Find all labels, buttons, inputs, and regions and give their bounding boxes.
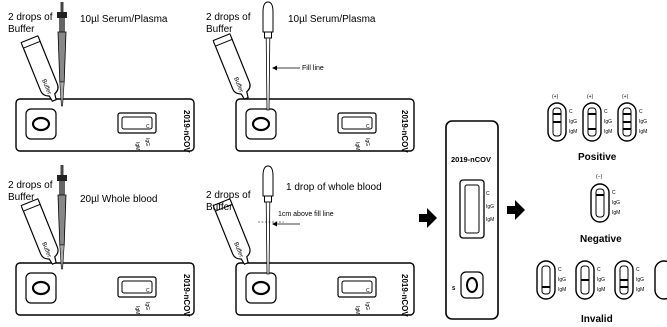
window-igg-label: IgG <box>486 204 494 210</box>
buffer-label-line1: 2 drops of <box>206 12 251 23</box>
device-label: 2019-nCOV <box>182 274 191 317</box>
sample-label: 10µl Serum/Plasma <box>80 14 168 25</box>
svg-text:C: C <box>636 267 640 273</box>
svg-text:IgM: IgM <box>639 129 647 135</box>
fill-line-arrowhead <box>272 221 277 227</box>
window-igm-label: IgM <box>354 142 360 150</box>
sample-label: 10µl Serum/Plasma <box>288 14 376 25</box>
invalid-title: Invalid <box>581 314 613 325</box>
negative-title: Negative <box>580 234 622 245</box>
svg-text:IgM: IgM <box>604 129 612 135</box>
device-label: 2019-nCOV <box>400 274 409 317</box>
window-igg-label: IgG <box>144 302 150 310</box>
positive-title: Positive <box>578 152 617 163</box>
bottle-label: Buffer <box>40 242 52 259</box>
svg-text:IgM: IgM <box>597 287 605 293</box>
step-blood-pipette: Buffer 2 drops of Buffer 20µl Whole bloo… <box>8 164 196 317</box>
positive-mark-1: (+) <box>552 94 559 100</box>
pipette-icon <box>56 1 68 107</box>
buffer-label-line1: 2 drops of <box>206 190 251 201</box>
pipette-icon <box>56 164 68 270</box>
result-strip: C IgG IgM <box>547 102 577 142</box>
bottle-label: Buffer <box>232 242 244 259</box>
window-c-label: C <box>146 288 150 294</box>
svg-text:IgG: IgG <box>558 277 566 283</box>
buffer-bottle-icon <box>20 35 64 105</box>
svg-text:IgM: IgM <box>612 210 620 216</box>
results-panel: (+) (+) (+) C IgG IgM C IgG IgM C IgG Ig… <box>536 94 667 325</box>
large-device-label: 2019-nCOV <box>451 155 491 164</box>
arrow-icon <box>507 200 525 220</box>
window-c-label: C <box>486 191 490 197</box>
buffer-label-line2: Buffer <box>206 24 233 35</box>
svg-text:IgG: IgG <box>569 119 577 125</box>
sample-label: 1 drop of whole blood <box>286 182 382 193</box>
svg-text:C: C <box>612 190 616 196</box>
window-igm-label: IgM <box>134 142 140 150</box>
result-strip: C IgG IgM <box>614 260 644 300</box>
svg-text:C: C <box>569 109 573 115</box>
svg-text:C: C <box>597 267 601 273</box>
bottle-label: Buffer <box>40 79 52 96</box>
svg-text:IgG: IgG <box>604 119 612 125</box>
step-serum-dropper: Buffer 2 drops of Buffer 10µl Serum/Plas… <box>206 1 416 153</box>
svg-text:C: C <box>558 267 562 273</box>
test-cassette <box>234 97 416 153</box>
buffer-label-line1: 2 drops of <box>8 12 53 23</box>
window-igg-label: IgG <box>364 302 370 310</box>
step-serum-pipette: Buffer 2 drops of Buffer 10µl Serum/Plas… <box>8 1 196 153</box>
svg-text:C: C <box>639 109 643 115</box>
step-blood-dropper: Buffer 2 drops of Buffer 1 drop of whole… <box>206 165 416 317</box>
window-igm-label: IgM <box>134 306 140 314</box>
bottle-label: Buffer <box>232 77 244 94</box>
buffer-bottle-icon <box>212 33 256 103</box>
fill-line-label: Fill line <box>302 65 324 72</box>
sample-label: 20µl Whole blood <box>80 194 157 205</box>
result-strip <box>654 260 667 300</box>
window-igm-label: IgM <box>354 306 360 314</box>
fill-line-arrowhead <box>272 65 277 71</box>
test-cassette <box>14 261 196 317</box>
fill-line-label: 1cm above fill line <box>278 211 334 218</box>
window-c-label: C <box>366 288 370 294</box>
svg-text:IgG: IgG <box>597 277 605 283</box>
test-cassette <box>234 261 416 317</box>
svg-text:IgM: IgM <box>558 287 566 293</box>
svg-text:IgG: IgG <box>636 277 644 283</box>
large-test-cassette: 2019-nCOV C IgG IgM S <box>445 120 499 320</box>
arrow-icon <box>419 208 437 228</box>
svg-text:IgG: IgG <box>639 119 647 125</box>
window-igm-label: IgM <box>486 217 494 223</box>
svg-text:IgM: IgM <box>569 129 577 135</box>
sample-well-label: S <box>452 286 456 292</box>
dropper-icon <box>262 1 274 111</box>
result-strip: C IgG IgM <box>582 102 612 142</box>
svg-text:IgG: IgG <box>612 200 620 206</box>
result-strip: C IgG IgM <box>575 260 605 300</box>
positive-mark-2: (+) <box>587 94 594 100</box>
dropper-icon <box>262 165 274 275</box>
buffer-label-line2: Buffer <box>8 24 35 35</box>
device-label: 2019-nCOV <box>182 110 191 153</box>
buffer-bottle-icon <box>20 198 64 268</box>
window-c-label: C <box>146 124 150 130</box>
result-strip: C IgG IgM <box>590 183 620 223</box>
result-strip: C IgG IgM <box>536 260 566 300</box>
result-strip: C IgG IgM <box>617 102 647 142</box>
positive-mark-3: (+) <box>622 94 629 100</box>
window-igg-label: IgG <box>144 138 150 146</box>
svg-text:C: C <box>604 109 608 115</box>
window-igg-label: IgG <box>364 138 370 146</box>
buffer-label-line2: Buffer <box>8 192 35 203</box>
buffer-label-line1: 2 drops of <box>8 180 53 191</box>
negative-mark: (−) <box>596 174 603 180</box>
buffer-label-line2: Buffer <box>206 202 233 213</box>
window-c-label: C <box>366 124 370 130</box>
device-label: 2019-nCOV <box>400 110 409 153</box>
svg-text:IgM: IgM <box>636 287 644 293</box>
test-cassette <box>14 97 196 153</box>
